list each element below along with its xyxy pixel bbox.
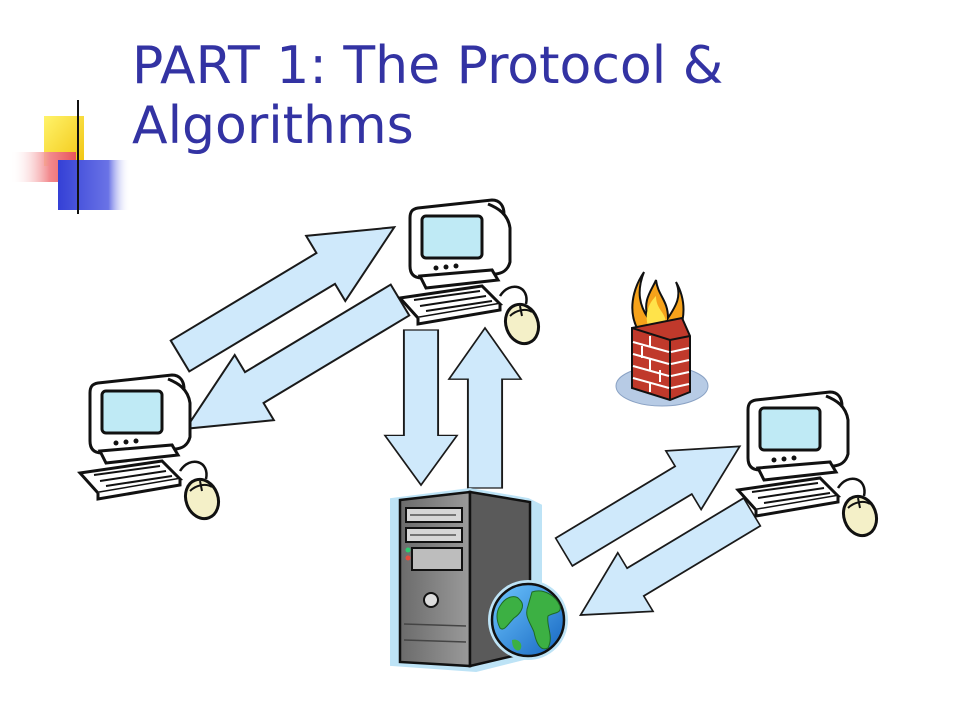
title-line-2: Algorithms <box>132 96 414 156</box>
globe-icon <box>488 580 568 660</box>
computer-icon <box>78 373 226 525</box>
arrow-icon <box>383 329 459 486</box>
corner-accent <box>10 100 870 214</box>
computer-icon <box>736 390 884 542</box>
firewall-icon <box>615 271 709 407</box>
page-title: PART 1: The Protocol & Algorithms <box>132 36 932 156</box>
computer-icon <box>398 198 546 350</box>
title-line-1: PART 1: The Protocol & <box>132 36 724 96</box>
arrow-icon <box>447 327 523 489</box>
